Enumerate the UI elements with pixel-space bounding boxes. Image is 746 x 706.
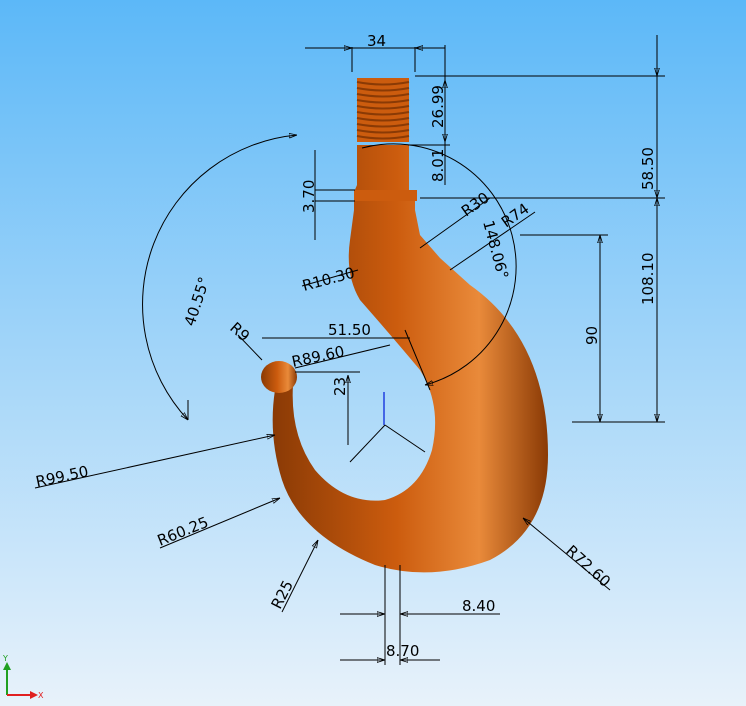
dim-offset-8-70[interactable]: 8.70 [386, 642, 419, 660]
dim-neck-length[interactable]: 8.01 [429, 149, 447, 182]
dim-width-top[interactable]: 34 [367, 32, 386, 50]
axis-x-arrow-icon [30, 691, 38, 699]
dim-overall-upper[interactable]: 58.50 [639, 147, 657, 190]
hook-collar [354, 190, 417, 201]
thread-ridge [356, 111, 410, 116]
thread-ridge [356, 123, 410, 128]
axis-y-label: Y [2, 654, 8, 663]
dim-offset-8-40[interactable]: 8.40 [462, 597, 495, 615]
thread-ridge [356, 129, 410, 134]
thread-ridge [356, 87, 410, 92]
thread-ridge [356, 99, 410, 104]
axis-triad: Y X [2, 654, 44, 700]
hook-tip [261, 361, 297, 393]
dim-collar-height[interactable]: 3.70 [300, 180, 318, 213]
dim-overall-lower[interactable]: 108.10 [639, 253, 657, 306]
dim-throat-height[interactable]: 90 [583, 326, 601, 345]
thread-ridge [356, 81, 410, 86]
thread-ridge [356, 135, 410, 140]
hook-shank [272, 145, 548, 573]
axis-x-label: X [38, 691, 44, 700]
thread-ridge [356, 117, 410, 122]
thread-ridge [356, 105, 410, 110]
dim-width-51-50[interactable]: 51.50 [328, 321, 371, 339]
axis-y-arrow-icon [3, 662, 11, 670]
dimension-lines [34, 35, 665, 665]
hook-thread [356, 78, 410, 142]
dim-height-23[interactable]: 23 [331, 377, 349, 396]
dim-thread-length[interactable]: 26.99 [429, 85, 447, 128]
thread-ridge [356, 93, 410, 98]
